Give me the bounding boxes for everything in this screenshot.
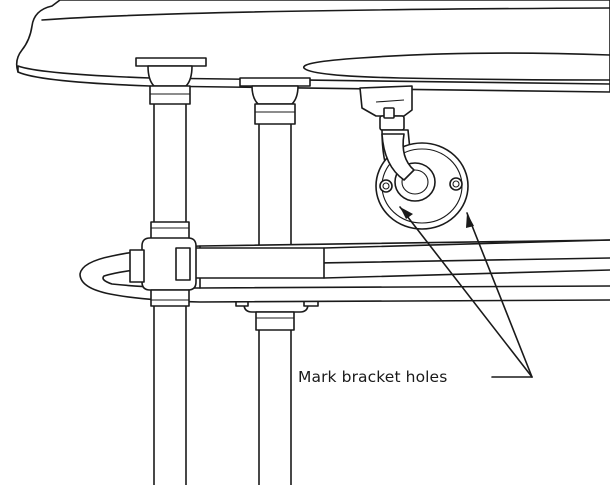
table-top [15,0,610,93]
rear-top-flange [239,77,311,125]
callout-label: Mark bracket holes [298,368,447,386]
bracket-hole-left [379,179,393,193]
front-top-flange [135,57,207,105]
front-tee-fitting [129,221,197,307]
callout-leaders [399,206,533,378]
bracket [359,85,469,230]
front-rail-section [183,239,610,279]
arrowhead-left [400,207,413,219]
bracket-hole-right [449,177,463,191]
arrowhead-right [466,213,474,228]
